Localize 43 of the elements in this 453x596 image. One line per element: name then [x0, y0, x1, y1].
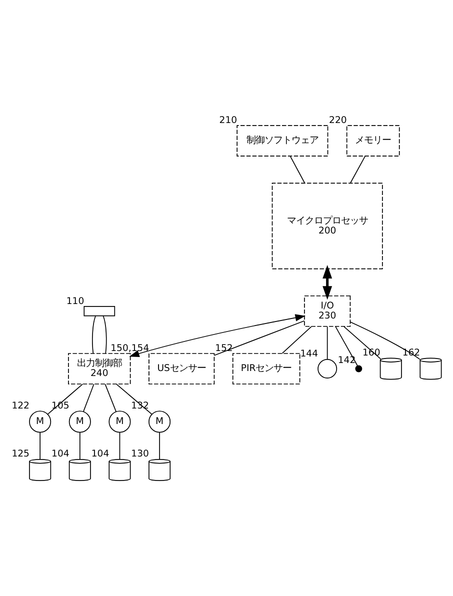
- connector: [344, 326, 382, 360]
- node-circle: M: [29, 410, 52, 433]
- node-label: 144: [300, 348, 318, 360]
- node-label: 210: [219, 114, 238, 126]
- node-label: 104: [91, 448, 110, 460]
- node-box: PIRセンサー: [232, 353, 300, 384]
- connector: [79, 432, 80, 460]
- node-circle: M: [68, 410, 91, 433]
- connector: [92, 316, 96, 354]
- node-label: 122: [12, 400, 30, 412]
- node-label: 150,154: [110, 342, 150, 354]
- node-label: 142: [338, 354, 356, 366]
- connector: [350, 156, 366, 184]
- node-box: メモリー: [346, 125, 400, 156]
- connector: [104, 384, 116, 412]
- node-switch: [355, 365, 362, 372]
- arrow: [129, 314, 306, 357]
- connector: [119, 432, 120, 460]
- node-label: 104: [52, 448, 70, 460]
- node-label: 130: [131, 448, 149, 460]
- arrow: [322, 264, 332, 300]
- node-circle: M: [108, 410, 131, 433]
- node-label: 220: [329, 114, 347, 126]
- connector: [326, 326, 328, 360]
- connector: [282, 326, 312, 354]
- node-box: マイクロプロセッサ 200: [272, 182, 383, 270]
- node-box: 出力制御部 240: [68, 353, 131, 384]
- connector: [102, 316, 107, 354]
- node-battery: [84, 306, 116, 316]
- node-label: 110: [66, 296, 84, 307]
- node-circle: [318, 359, 338, 378]
- node-label: 125: [12, 448, 30, 460]
- connector: [335, 326, 358, 366]
- connector: [159, 432, 160, 460]
- connector: [83, 384, 94, 412]
- node-box: USセンサー: [148, 353, 215, 384]
- node-box: I/O 230: [304, 295, 351, 327]
- connector: [290, 156, 306, 184]
- node-box: 制御ソフトウェア: [236, 125, 328, 156]
- connector: [350, 322, 420, 360]
- node-circle: M: [148, 410, 171, 433]
- node-label: 152: [215, 342, 233, 354]
- connector: [214, 320, 305, 356]
